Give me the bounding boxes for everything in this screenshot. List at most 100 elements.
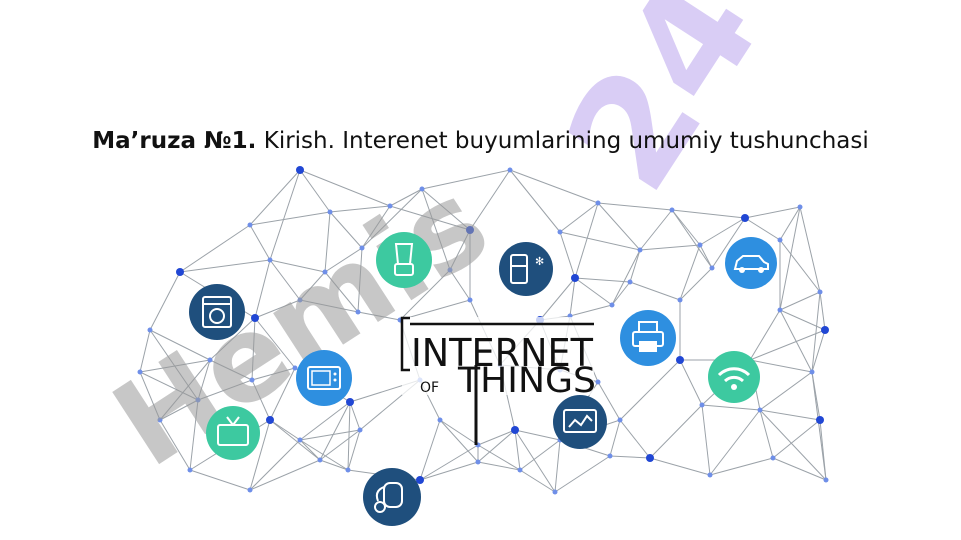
network-edge (249, 224, 271, 261)
network-node (571, 274, 579, 282)
network-edge (749, 309, 781, 361)
network-node (757, 407, 763, 413)
network-edge (811, 291, 821, 373)
network-edge (779, 239, 821, 293)
network-node (467, 297, 473, 303)
network-node (317, 457, 323, 463)
network-edge (554, 455, 611, 493)
network-edge (597, 202, 641, 251)
network-edge (619, 359, 681, 421)
network-edge (209, 317, 256, 361)
network-node (345, 467, 351, 473)
network-node (777, 307, 783, 313)
network-edge (772, 419, 821, 459)
network-edge (179, 259, 271, 273)
network-edge (299, 429, 361, 441)
network-edge (197, 359, 211, 401)
network-node (507, 167, 513, 173)
network-edge (324, 211, 331, 273)
network-edge (639, 244, 701, 251)
network-edge (609, 455, 651, 459)
network-edge (329, 211, 363, 249)
network-edge (629, 281, 681, 301)
tv-icon (206, 406, 260, 460)
network-node (437, 417, 443, 423)
network-node (607, 453, 613, 459)
network-edge (357, 247, 363, 313)
network-edge (709, 457, 774, 476)
network-edge (249, 169, 301, 226)
network-edge (254, 299, 301, 319)
network-node (817, 289, 823, 295)
network-node (821, 326, 829, 334)
network-edge (711, 217, 746, 269)
network-edge (249, 419, 271, 491)
network-node (617, 417, 623, 423)
network-edge (139, 359, 211, 373)
network-node (676, 356, 684, 364)
network-node (346, 398, 354, 406)
network-node (777, 237, 783, 243)
network-node (797, 204, 803, 210)
network-edge (772, 457, 827, 481)
network-edge (149, 329, 199, 401)
network-edge (149, 329, 211, 361)
network-edge (671, 209, 713, 269)
wifi-icon (708, 351, 760, 403)
network-node (637, 247, 643, 253)
network-edge (629, 249, 641, 283)
washing-machine-icon (189, 284, 245, 340)
network-edge (197, 379, 253, 401)
network-node (187, 467, 193, 473)
network-edge (299, 169, 331, 213)
network-edge (514, 429, 561, 441)
network-node (557, 229, 563, 235)
network-edge (779, 206, 801, 311)
network-edge (299, 439, 349, 471)
network-edge (519, 439, 561, 471)
network-edge (159, 419, 191, 471)
network-node (809, 369, 815, 375)
network-edge (324, 247, 363, 273)
network-node (247, 222, 253, 228)
network-edge (609, 419, 621, 457)
network-node (357, 427, 363, 433)
network-node (669, 207, 675, 213)
network-edge (749, 359, 813, 373)
network-node (322, 269, 328, 275)
network-edge (254, 317, 296, 369)
network-edge (477, 429, 516, 446)
network-node (147, 327, 153, 333)
network-node (697, 242, 703, 248)
analytics-icon (553, 395, 607, 449)
network-node (249, 377, 255, 383)
network-edge (611, 281, 631, 306)
network-edge (759, 409, 774, 459)
network-node (327, 209, 333, 215)
network-edge (209, 359, 253, 381)
network-edge (539, 277, 576, 321)
network-node (677, 297, 683, 303)
network-edge (149, 271, 181, 331)
network-edge (319, 429, 361, 461)
refrigerator-icon: ✻ (499, 242, 553, 296)
network-node (609, 302, 615, 308)
network-node (267, 257, 273, 263)
network-edge (477, 429, 516, 463)
network-node (251, 314, 259, 322)
microwave-icon (296, 350, 352, 406)
network-edge (347, 401, 351, 471)
network-edge (269, 259, 301, 301)
network-node (741, 214, 749, 222)
network-edge (811, 371, 827, 481)
network-edge (679, 359, 703, 406)
network-node (709, 265, 715, 271)
network-edge (324, 271, 359, 313)
network-edge (347, 429, 361, 471)
printer-icon (620, 310, 676, 366)
network-node (770, 455, 776, 461)
network-edge (779, 309, 826, 331)
network-node (416, 476, 424, 484)
network-edge (559, 231, 641, 251)
